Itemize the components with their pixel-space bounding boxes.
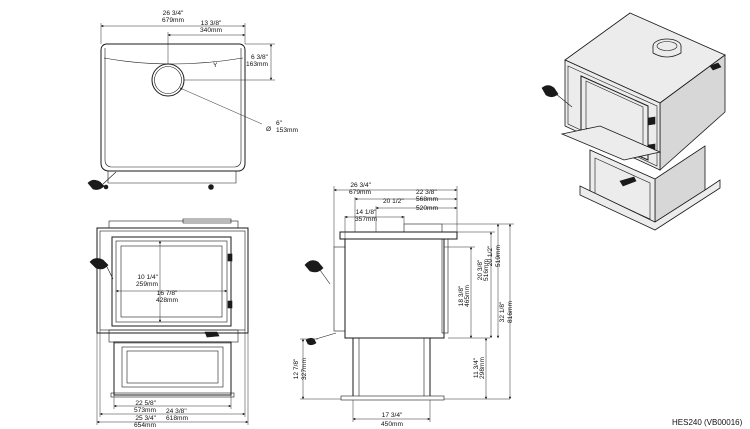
side-d2-in: 22 3/8" [416, 189, 437, 196]
y-marker: Y [213, 62, 218, 69]
side-h-top-mm: 519mm [495, 245, 502, 267]
top-width-in: 26 3/4" [163, 10, 184, 17]
top-view: Y 26 3/4" 679mm 13 3/8" 340mm 6 3/8" 163… [87, 10, 298, 190]
side-d3-mm: 520mm [416, 205, 438, 212]
top-center-in: 13 3/8" [201, 20, 222, 27]
door-width-in: 16 7/8" [157, 290, 178, 297]
overall-width-in: 25 3/4" [135, 415, 156, 422]
flue-collar [151, 63, 185, 97]
side-h-handle-in: 12 7/8" [293, 358, 300, 379]
side-depth-mm: 679mm [349, 189, 371, 196]
top-dia-mm: 153mm [276, 127, 298, 134]
pedestal-width-in: 22 5/8" [135, 400, 156, 407]
side-h-flue-in: 20 3/8" [477, 259, 484, 280]
body-width-in: 24 3/8" [166, 408, 187, 415]
side-h-total-in: 32 1/8" [499, 301, 506, 322]
top-width-mm: 679mm [162, 17, 184, 24]
top-offset-mm: 163mm [246, 61, 268, 68]
side-view: 26 3/4" 679mm 22 3/8" 568mm 20 1/2" 520m… [293, 182, 514, 428]
door-width-mm: 428mm [156, 297, 178, 304]
side-h-total-mm: 816mm [507, 301, 514, 323]
dia-symbol: Ø [266, 126, 271, 133]
side-d3-in: 20 1/2" [383, 198, 404, 205]
top-center-mm: 340mm [200, 27, 222, 34]
side-d4-in: 14 1/8" [356, 209, 377, 216]
isometric-view [541, 12, 726, 231]
side-d4-mm: 357mm [355, 216, 377, 223]
body-width-mm: 618mm [166, 415, 188, 422]
model-label: HES240 (VB00016) [672, 418, 743, 427]
side-h-ped-mm: 298mm [479, 357, 486, 379]
side-h-body-mm: 465mm [464, 285, 471, 307]
side-base-in: 17 3/4" [382, 412, 403, 419]
side-h-body-in: 18 3/8" [458, 285, 465, 306]
front-view: 16 7/8" 428mm 10 1/4" 259mm 22 5/8" 573m… [89, 218, 249, 429]
side-h-ped-in: 11 3/4" [473, 357, 480, 378]
pedestal-width-mm: 573mm [134, 407, 156, 414]
side-h-flue-mm: 516mm [483, 259, 490, 281]
top-dia-in: 6" [276, 120, 283, 127]
side-depth-in: 26 3/4" [350, 182, 371, 189]
side-d2-mm: 568mm [416, 196, 438, 203]
side-base-mm: 450mm [381, 421, 403, 428]
side-h-top-in: 20 1/2" [487, 245, 494, 266]
top-offset-in: 6 3/8" [251, 54, 269, 61]
side-h-handle-mm: 327mm [301, 358, 308, 380]
door-height-mm: 259mm [136, 281, 158, 288]
door-height-in: 10 1/4" [137, 274, 158, 281]
overall-width-mm: 654mm [134, 422, 156, 429]
